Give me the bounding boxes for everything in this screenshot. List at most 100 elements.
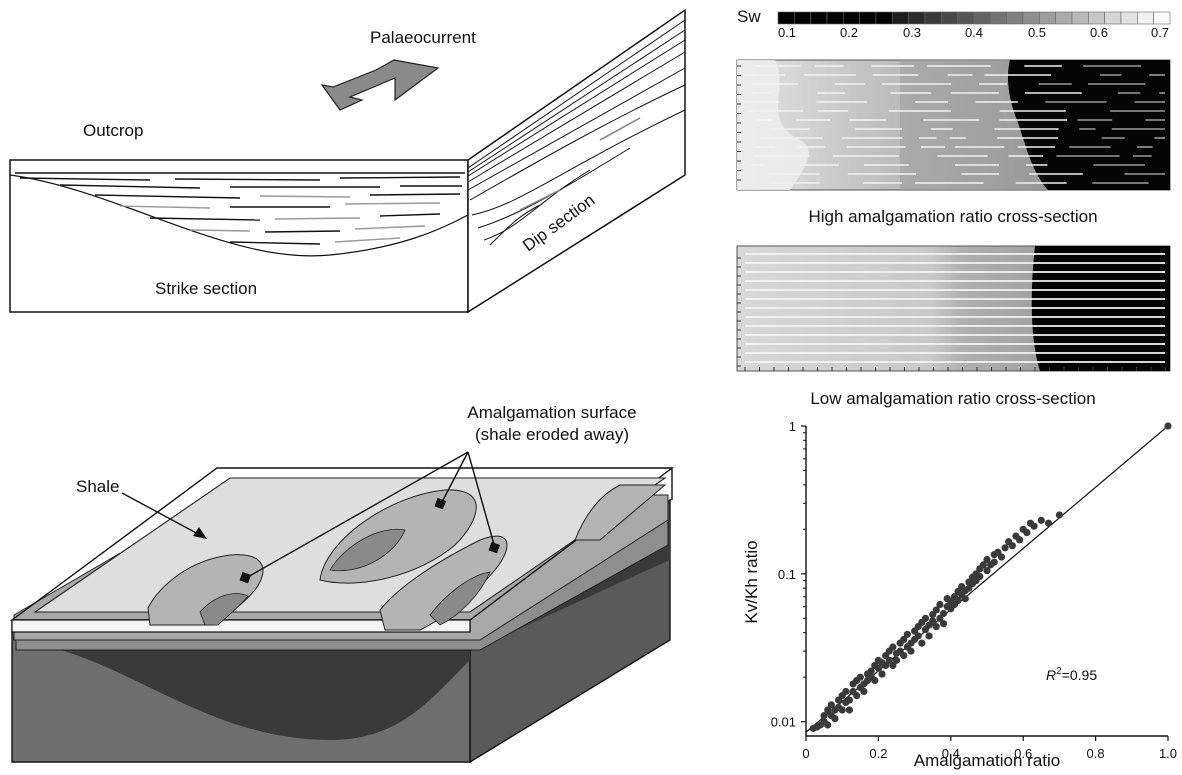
scatter-point — [1055, 511, 1063, 519]
palaeocurrent-label: Palaeocurrent — [370, 28, 476, 47]
scatter-point — [903, 630, 911, 638]
sw-tick-5: 0.6 — [1090, 25, 1108, 40]
y-axis-label: Kv/Kh ratio — [742, 540, 761, 623]
scatter-point — [1030, 522, 1038, 530]
scatter-point — [871, 676, 879, 685]
sw-colorbar-step — [1153, 11, 1171, 25]
scatter-point — [939, 609, 948, 617]
strike-layering — [15, 172, 465, 245]
sw-tick-4: 0.5 — [1028, 25, 1046, 40]
scatter-point — [882, 661, 890, 670]
scatter-point — [885, 656, 893, 664]
outcrop-label: Outcrop — [83, 121, 143, 140]
scatter-point — [983, 555, 991, 564]
scatter-point — [929, 617, 937, 625]
scatter-point — [925, 632, 933, 640]
scatter-point — [900, 635, 908, 644]
scatter-point — [838, 706, 846, 714]
scatter-point — [856, 673, 864, 681]
x-tick-label: 0 — [802, 746, 809, 761]
scatter-point — [976, 572, 984, 581]
shale-label: Shale — [76, 477, 119, 496]
amalgamation-label-1: Amalgamation surface — [467, 403, 636, 422]
sw-tick-3: 0.4 — [965, 25, 983, 40]
scatter-point — [954, 596, 962, 605]
scatter-point — [932, 606, 940, 614]
sw-colorbar: Sw 0.1 0.2 0.3 0.4 0.5 0.6 0.7 — [737, 7, 1171, 40]
low-shale-streaks — [737, 253, 1166, 371]
sw-colorbar-step — [810, 11, 828, 25]
scatter-point — [892, 656, 901, 664]
scatter-point — [853, 692, 861, 700]
scatter-point — [921, 614, 930, 622]
sw-colorbar-step — [794, 11, 811, 25]
sw-tick-1: 0.2 — [840, 25, 858, 40]
sw-tick-0: 0.1 — [778, 25, 796, 40]
scatter-point — [1015, 536, 1024, 544]
scatter-point — [936, 614, 944, 622]
sw-colorbar-step — [1055, 11, 1073, 25]
x-tick-label: 0.8 — [1087, 746, 1105, 761]
high-amalgamation-section: High amalgamation ratio cross-section — [736, 59, 1171, 226]
sw-colorbar-step — [843, 11, 860, 25]
scatter-point — [932, 622, 940, 631]
block-channel-fill — [12, 636, 470, 740]
scatter-point — [936, 600, 944, 609]
scatter-point — [878, 670, 886, 678]
scatter-point — [907, 647, 915, 655]
amalgamation-label-2: (shale eroded away) — [475, 425, 629, 444]
scatter-point — [889, 643, 897, 651]
scatter-point — [914, 632, 922, 640]
scatter-point — [824, 721, 832, 729]
outcrop-diagram: Palaeocurrent Outcrop — [9, 8, 686, 314]
sw-colorbar-step — [875, 11, 893, 25]
scatter-point — [997, 553, 1006, 561]
sw-colorbar-step — [892, 11, 909, 25]
sw-colorbar-step — [990, 11, 1007, 25]
scatter-point — [820, 711, 828, 720]
sw-colorbar-step — [1039, 11, 1056, 25]
sw-colorbar-step — [1104, 11, 1122, 25]
x-tick-label: 0.6 — [1014, 746, 1032, 761]
strike-section-label: Strike section — [155, 279, 257, 298]
sw-colorbar-step — [1022, 11, 1040, 25]
scatter-point — [1023, 529, 1031, 537]
scatter-point — [860, 687, 868, 696]
y-tick-label: 1 — [789, 419, 796, 434]
low-caption: Low amalgamation ratio cross-section — [810, 389, 1095, 408]
high-caption: High amalgamation ratio cross-section — [808, 207, 1097, 226]
sw-colorbar-step — [1137, 11, 1154, 25]
scatter-point — [961, 594, 969, 603]
scatter-point — [979, 561, 987, 569]
scatter-point — [983, 567, 991, 575]
y-tick-label: 0.1 — [778, 567, 796, 582]
scatter-point — [1008, 542, 1016, 550]
sw-colorbar-step — [941, 11, 958, 25]
scatter-point — [918, 639, 926, 647]
sw-colorbar-step — [957, 11, 975, 25]
x-tick-label: 0.2 — [869, 746, 887, 761]
scatter-point — [1164, 422, 1172, 430]
sw-colorbar-step — [1120, 11, 1138, 25]
low-amalgamation-section: Low amalgamation ratio cross-section — [736, 245, 1171, 408]
y-tick-label: 0.01 — [771, 715, 796, 730]
scatter-point — [845, 696, 854, 704]
scatter-point — [889, 661, 897, 670]
block-diagram: Shale Amalgamation surface (shale eroded… — [9, 403, 675, 764]
scatter-point — [900, 651, 908, 660]
scatter-point — [845, 706, 854, 714]
sw-tick-2: 0.3 — [903, 25, 921, 40]
scatter-point — [874, 664, 883, 672]
sw-colorbar-step — [1088, 11, 1105, 25]
scatter-point — [824, 706, 832, 714]
sw-colorbar-step — [777, 11, 795, 25]
scatter-point — [842, 687, 850, 696]
scatter-point — [1001, 544, 1009, 552]
scatter-point — [990, 558, 998, 566]
x-tick-label: 1.0 — [1159, 746, 1177, 761]
r2-annotation: R2=0.95 — [1046, 666, 1097, 683]
scatter-point — [1044, 519, 1053, 527]
scatter-point — [939, 620, 948, 628]
